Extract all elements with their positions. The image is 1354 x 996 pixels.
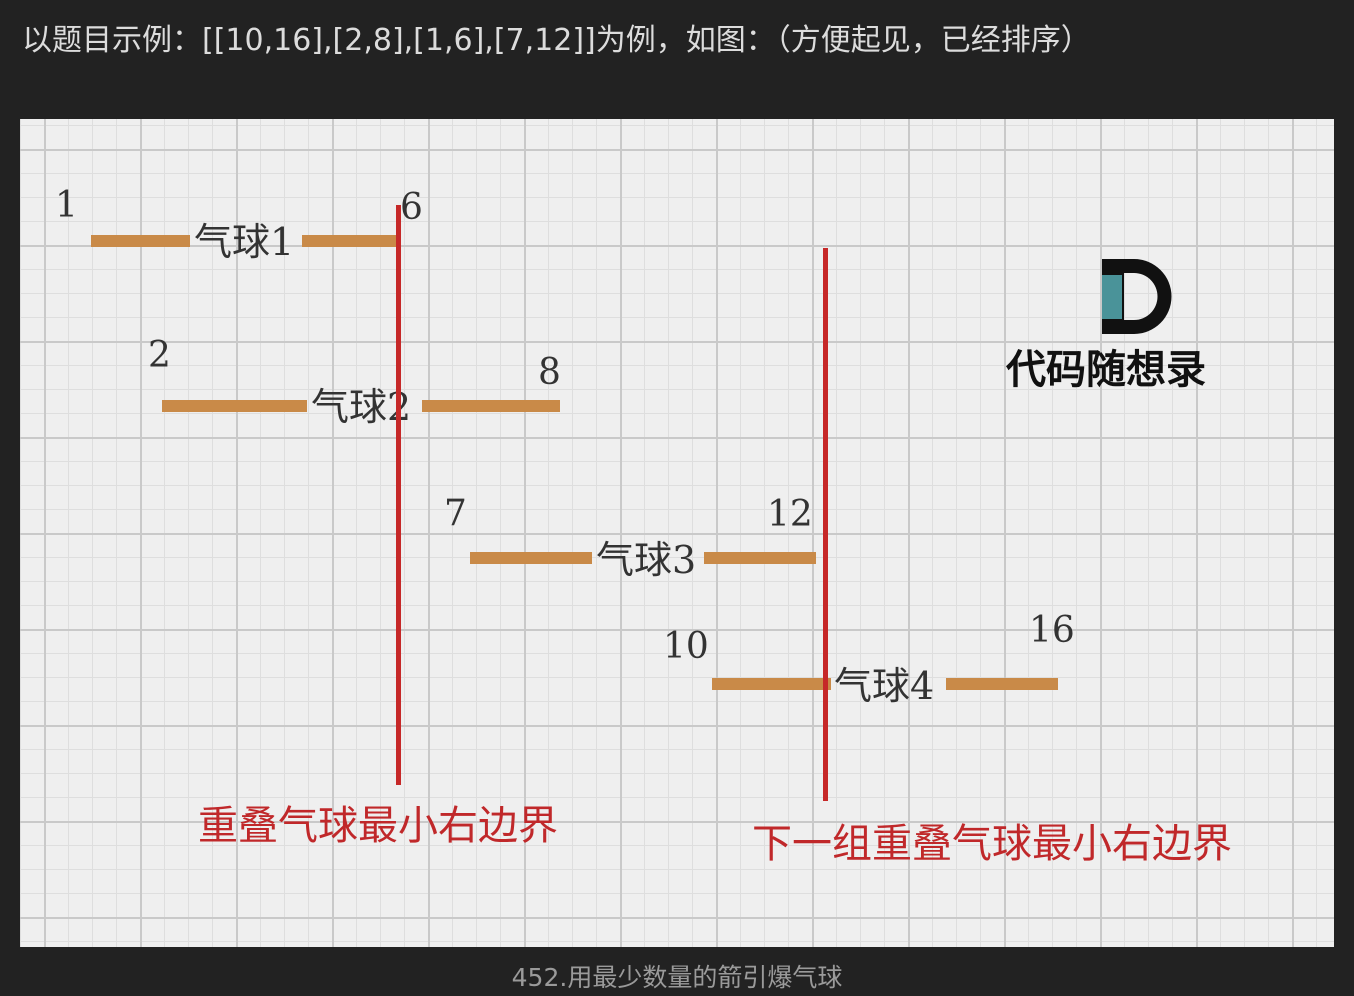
balloon-4-end: 16 xyxy=(1029,610,1075,651)
balloon-1: 1 6 气球1 xyxy=(55,185,423,264)
balloon-4-bar-right xyxy=(946,678,1058,690)
balloon-3: 7 12 气球3 xyxy=(444,493,816,582)
boundary-line-1 xyxy=(396,205,401,785)
balloon-2-end: 8 xyxy=(538,352,561,393)
balloon-1-start: 1 xyxy=(55,185,78,226)
balloon-2-label: 气球2 xyxy=(311,385,411,429)
balloon-3-start: 7 xyxy=(444,493,467,534)
balloon-4-label: 气球4 xyxy=(834,664,934,708)
balloon-1-end: 6 xyxy=(400,187,423,228)
boundary-1-label: 重叠气球最小右边界 xyxy=(198,803,558,849)
balloon-2-bar-left xyxy=(162,400,307,412)
logo-mark-icon xyxy=(1102,259,1172,334)
balloon-1-bar-right xyxy=(302,235,397,247)
logo-text: 代码随想录 xyxy=(1005,346,1206,393)
balloon-1-bar-left xyxy=(91,235,190,247)
balloon-3-end: 12 xyxy=(767,494,813,535)
intro-text: 以题目示例：[[10,16],[2,8],[1,6],[7,12]]为例，如图：… xyxy=(22,23,1091,58)
balloon-2-bar-right xyxy=(422,400,560,412)
boundary-line-2 xyxy=(823,248,828,801)
balloon-3-bar-left xyxy=(470,552,592,564)
balloon-1-label: 气球1 xyxy=(194,220,294,264)
balloon-2-start: 2 xyxy=(148,335,171,376)
balloon-3-label: 气球3 xyxy=(596,538,696,582)
diagram-canvas: 1 6 气球1 2 8 气球2 7 12 气球3 10 16 气球4 xyxy=(55,185,1232,867)
balloon-2: 2 8 气球2 xyxy=(148,335,561,429)
balloon-3-bar-right xyxy=(704,552,816,564)
balloon-4-start: 10 xyxy=(663,626,709,667)
balloon-4: 10 16 气球4 xyxy=(663,610,1075,708)
balloon-diagram: 1 6 气球1 2 8 气球2 7 12 气球3 10 16 气球4 xyxy=(20,119,1334,947)
figure-caption: 452.用最少数量的箭引爆气球 xyxy=(511,963,843,992)
balloon-4-bar-left xyxy=(712,678,831,690)
boundary-2-label: 下一组重叠气球最小右边界 xyxy=(752,821,1232,867)
logo: 代码随想录 xyxy=(1005,259,1206,393)
